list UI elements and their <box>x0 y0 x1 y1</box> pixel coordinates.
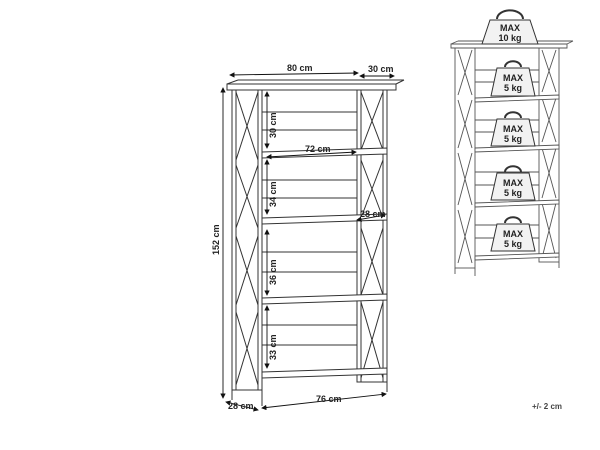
dim-base-depth: 28 cm <box>228 401 254 411</box>
dim-height: 152 cm <box>211 224 221 255</box>
weight-shelf-4: MAX 5 kg <box>490 216 536 252</box>
weight-shelf-2: MAX 5 kg <box>490 111 536 147</box>
weight-icon <box>496 9 524 20</box>
weight-shelf-3-value: 5 kg <box>504 188 522 198</box>
weight-shelf-3-label: MAX <box>503 178 523 188</box>
weight-icon <box>504 60 522 68</box>
weight-shelf-4-label: MAX <box>503 229 523 239</box>
dim-shelf-depth: 28 cm <box>360 209 386 219</box>
weight-shelf-2-label: MAX <box>503 124 523 134</box>
weight-shelf-1-label: MAX <box>503 73 523 83</box>
weight-shelf-4-value: 5 kg <box>504 239 522 249</box>
dim-shelf-inner-width: 72 cm <box>305 144 331 154</box>
weight-top-label: MAX <box>500 23 520 33</box>
weight-top: MAX 10 kg <box>481 9 539 45</box>
dim-gap-3: 36 cm <box>268 259 278 285</box>
weight-icon <box>504 165 522 173</box>
tolerance-note: +/- 2 cm <box>532 402 563 411</box>
weight-icon <box>504 216 522 224</box>
weight-shelf-3: MAX 5 kg <box>490 165 536 201</box>
weight-shelf-1: MAX 5 kg <box>490 60 536 97</box>
dim-base-width: 76 cm <box>316 394 342 404</box>
dim-gap-2: 34 cm <box>268 181 278 207</box>
dim-gap-1: 30 cm <box>268 112 278 138</box>
weight-icon <box>504 111 522 119</box>
dimension-labels: 80 cm 30 cm 152 cm 30 cm 34 cm 36 cm 33 … <box>211 63 394 411</box>
dimension-lines <box>220 70 395 412</box>
weight-shelf-2-value: 5 kg <box>504 134 522 144</box>
weight-top-value: 10 kg <box>498 33 521 43</box>
dim-top-depth: 30 cm <box>368 64 394 74</box>
dim-gap-4: 33 cm <box>268 334 278 360</box>
weight-shelf-1-value: 5 kg <box>504 83 522 93</box>
bookshelf-main-drawing <box>226 79 405 406</box>
dim-top-width: 80 cm <box>287 63 313 73</box>
